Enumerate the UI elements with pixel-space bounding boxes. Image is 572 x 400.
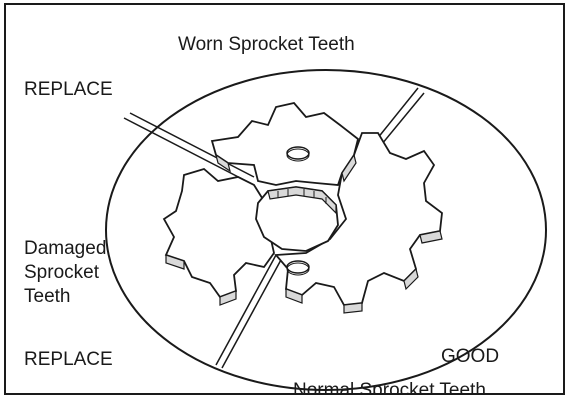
damaged-label-line-2: Sprocket <box>24 261 144 285</box>
normal-sprocket-teeth-label: Normal Sprocket Teeth <box>293 379 486 395</box>
damaged-sprocket-sector <box>164 169 274 305</box>
replace-label-bottom: REPLACE <box>24 348 113 372</box>
figure-frame: Worn Sprocket Teeth REPLACE Damaged Spro… <box>4 3 565 395</box>
good-label: GOOD <box>441 345 499 369</box>
damaged-label-line-3: Teeth <box>24 285 144 309</box>
damaged-sprocket-teeth-label: Damaged Sprocket Teeth <box>24 237 144 309</box>
damaged-label-line-1: Damaged <box>24 237 144 261</box>
worn-sprocket-teeth-label: Worn Sprocket Teeth <box>178 33 355 57</box>
worn-sprocket-sector <box>212 103 358 185</box>
sprocket-diagram <box>6 5 565 395</box>
replace-label-top: REPLACE <box>24 78 113 102</box>
